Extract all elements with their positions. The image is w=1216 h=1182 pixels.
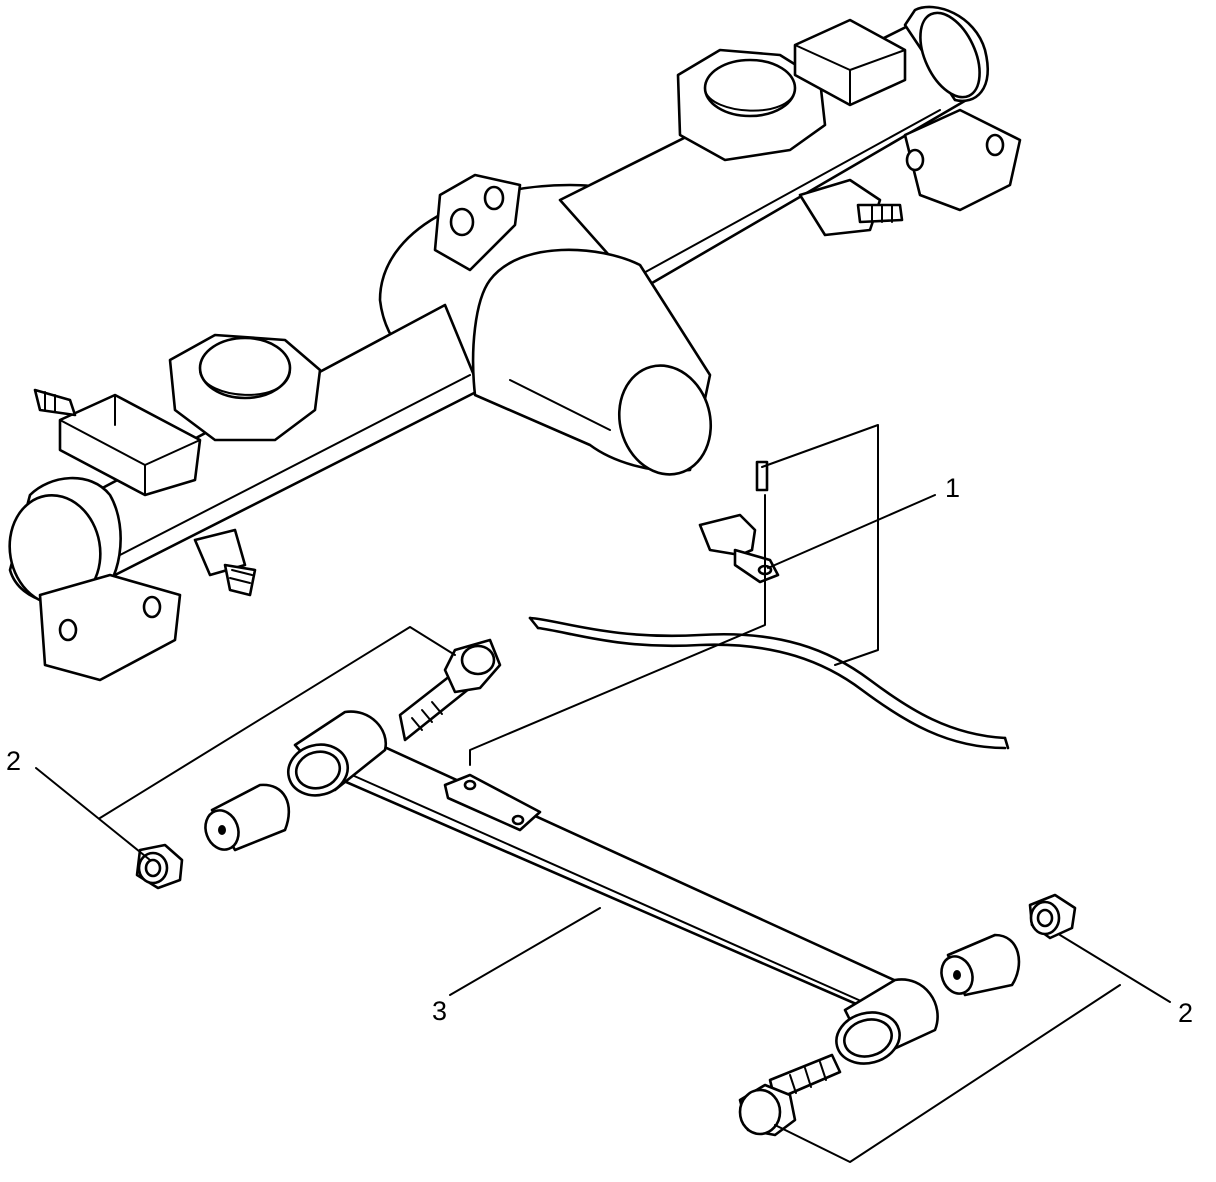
- callout-1-leaders: [469, 424, 936, 766]
- callout-3: 3: [432, 996, 447, 1026]
- left-spring-pad: [168, 333, 322, 442]
- upper-bolt: [398, 638, 502, 742]
- clip-bolt: [755, 460, 769, 492]
- left-axle-end-cap: [8, 476, 122, 607]
- right-bushing: [940, 933, 1021, 997]
- left-shock-block: [58, 393, 202, 497]
- left-lower-stud: [193, 528, 257, 597]
- right-shock-block: [793, 18, 907, 107]
- right-nut: [1028, 893, 1077, 940]
- track-bar: [287, 710, 939, 1065]
- callout-2-left-leaders: [35, 626, 456, 861]
- brake-line-clip-bracket: [698, 513, 780, 584]
- callout-1: 1: [945, 473, 960, 503]
- pinion-nose: [471, 248, 713, 476]
- center-upper-tab: [433, 173, 522, 272]
- right-axle-end-cap: [903, 5, 989, 103]
- right-rear-stud: [798, 178, 904, 237]
- rear-axle-housing: [8, 5, 1022, 682]
- left-bushing: [204, 783, 291, 852]
- left-lower-bracket: [38, 573, 182, 682]
- right-spring-pad: [676, 48, 827, 162]
- brake-line: [528, 616, 1010, 750]
- callout-2-right: 2: [1178, 998, 1193, 1028]
- lower-bolt: [738, 1053, 842, 1137]
- left-nut: [135, 843, 184, 890]
- callout-2-left: 2: [6, 746, 21, 776]
- right-upper-bracket: [903, 108, 1022, 212]
- callout-2-right-leaders: [774, 934, 1171, 1163]
- callout-3-leader: [449, 907, 601, 996]
- left-front-stud: [33, 388, 77, 417]
